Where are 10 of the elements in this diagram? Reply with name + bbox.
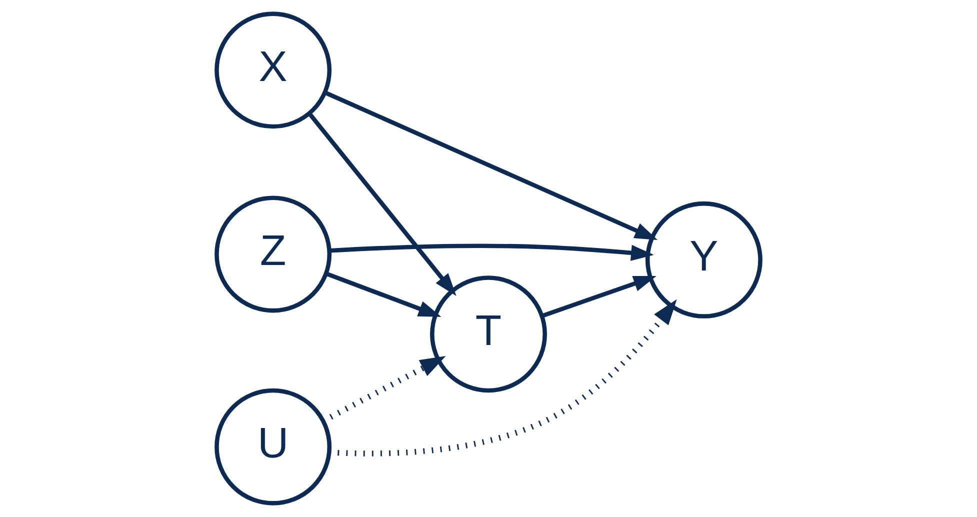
arrow (308, 112, 456, 296)
arrow (326, 272, 442, 317)
arrow (329, 244, 654, 261)
node-circle: U (214, 388, 332, 506)
arrow (324, 90, 658, 240)
node-circle: Z (214, 196, 332, 313)
node-circle: Y (645, 201, 762, 318)
arrow (541, 276, 656, 318)
node-circle: T (430, 276, 547, 393)
node-circle: X (214, 12, 332, 129)
